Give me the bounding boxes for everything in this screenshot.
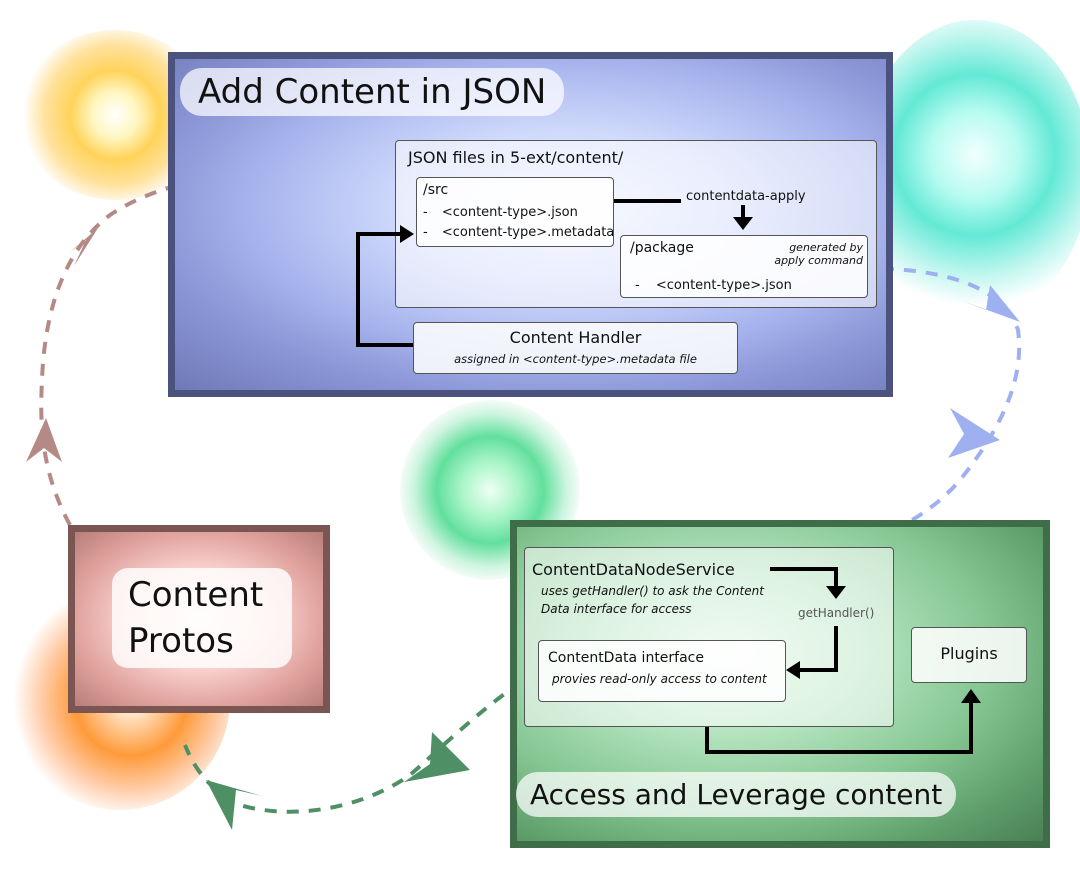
interface-arrowhead — [786, 661, 800, 679]
brown-arrowhead-upper — [70, 228, 98, 266]
access-content-title: Access and Leverage content — [516, 772, 957, 817]
green-arrowhead-right — [404, 732, 470, 782]
green-arrowhead-left — [206, 780, 262, 830]
protos-title: Content Protos — [128, 572, 263, 664]
package-box — [620, 235, 868, 298]
src-item: - <content-type>.metadata — [423, 225, 614, 240]
bullet: - — [635, 278, 640, 293]
content-handler-title: Content Handler — [509, 328, 642, 347]
service-note-line: Data interface for access — [541, 602, 692, 616]
package-item: - <content-type>.json — [635, 278, 792, 293]
plugins-box — [911, 627, 1027, 683]
protos-title-line: Protos — [128, 621, 234, 661]
src-item-text: <content-type>.metadata — [441, 225, 615, 240]
handler-to-src-line — [356, 232, 413, 347]
package-note-line: apply command — [774, 254, 863, 267]
src-item: - <content-type>.json — [423, 205, 578, 220]
add-content-title: Add Content in JSON — [180, 68, 565, 116]
plugins-arrowhead — [961, 689, 981, 703]
apply-down-arrowhead — [733, 217, 753, 230]
package-label: /package — [630, 240, 694, 256]
content-handler-note: assigned in <content-type>.metadata file — [454, 352, 697, 366]
bullet: - — [423, 205, 428, 220]
gethandler-to-interface-line — [796, 626, 838, 672]
interface-box — [538, 640, 786, 702]
package-item-text: <content-type>.json — [655, 278, 792, 293]
package-note-line: generated by — [789, 241, 863, 254]
content-handler-box — [413, 322, 738, 374]
service-note: uses getHandler() to ask the Content Dat… — [541, 582, 764, 618]
service-to-plugins-line — [705, 700, 973, 754]
brown-arrowhead-lower — [26, 418, 62, 462]
service-to-gethandler-line — [770, 567, 838, 592]
interface-title: ContentData interface — [548, 650, 704, 666]
handler-to-src-arrowhead — [400, 225, 414, 243]
json-files-label: JSON files in 5-ext/content/ — [408, 148, 624, 167]
service-title: ContentDataNodeService — [532, 560, 735, 579]
blue-dashed-arrow — [849, 266, 1022, 547]
blue-arrowhead-upper — [960, 285, 1020, 322]
src-box — [416, 177, 614, 247]
interface-note: provies read-only access to content — [552, 672, 767, 686]
protos-title-pill — [112, 568, 292, 668]
bullet: - — [423, 225, 428, 240]
protos-title-line: Content — [128, 575, 264, 615]
blue-arrowhead-lower — [948, 408, 1000, 458]
src-item-text: <content-type>.json — [441, 205, 578, 220]
service-arrowhead — [826, 586, 846, 599]
gethandler-label: getHandler() — [798, 606, 875, 620]
plugins-label: Plugins — [940, 644, 998, 663]
src-label: /src — [423, 182, 449, 198]
package-note: generated by apply command — [755, 241, 863, 267]
apply-label: contentdata-apply — [686, 189, 806, 204]
service-note-line: uses getHandler() to ask the Content — [541, 584, 764, 598]
